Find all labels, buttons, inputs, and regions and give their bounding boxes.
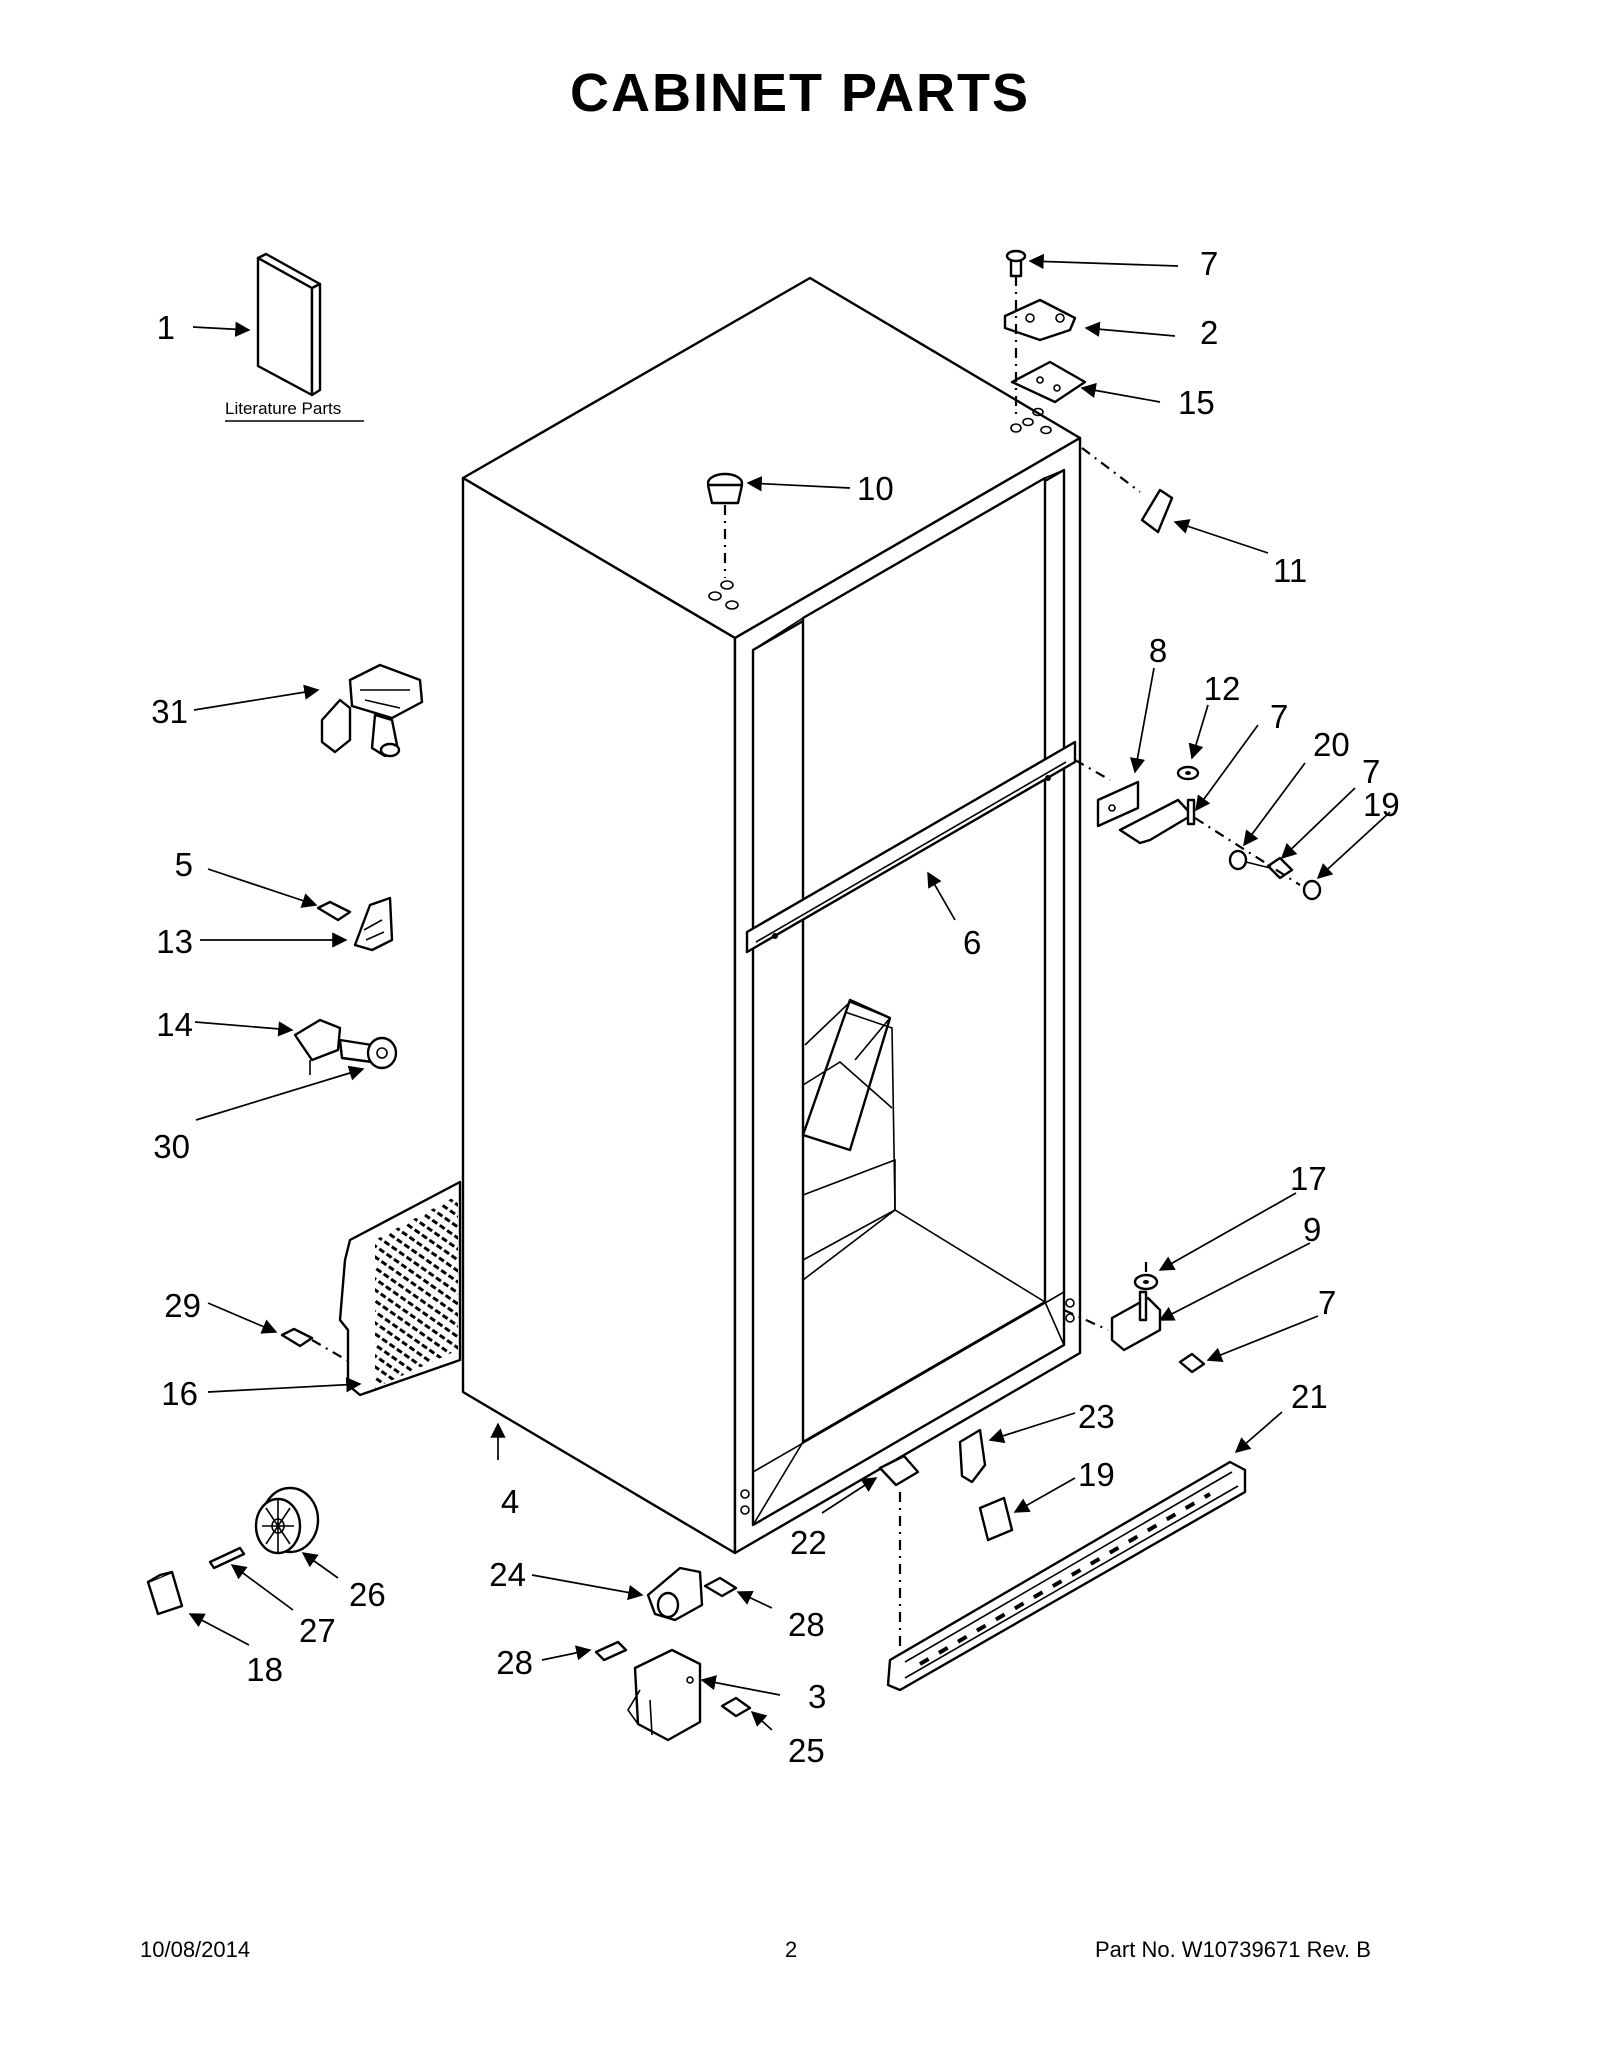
literature-parts-book xyxy=(256,252,322,397)
callout-14: 13 xyxy=(156,923,193,960)
literature-parts-label: Literature Parts xyxy=(225,399,341,418)
leveling-bracket-3 xyxy=(627,1648,702,1742)
callout-12: 11 xyxy=(1273,552,1307,589)
callout-15: 14 xyxy=(156,1006,193,1043)
callout-24: 23 xyxy=(1078,1398,1115,1435)
stud-15 xyxy=(293,1018,398,1075)
callout-21: 20 xyxy=(1313,726,1350,763)
spacer-23 xyxy=(878,1454,920,1650)
screw-29 xyxy=(703,1576,738,1598)
callout-19-left: 18 xyxy=(246,1651,283,1688)
callout-7-center: 7 xyxy=(1362,753,1380,790)
callout-17: 16 xyxy=(161,1375,198,1412)
callout-16: 15 xyxy=(1178,384,1215,421)
footer-part-number: Part No. W10739671 Rev. B xyxy=(1095,1937,1371,1962)
roller-bracket-25 xyxy=(646,1566,704,1622)
plug-button xyxy=(706,472,744,578)
footer-page-number: 2 xyxy=(785,1937,798,1962)
machine-compartment-cover xyxy=(338,1180,462,1397)
screw-26 xyxy=(720,1696,752,1718)
screw-30 xyxy=(280,1327,351,1363)
base-grille-22 xyxy=(886,1460,1247,1692)
page-title: CABINET PARTS xyxy=(569,63,1030,123)
callout-10: 9 xyxy=(1303,1211,1321,1248)
callout-27: 26 xyxy=(349,1576,386,1613)
wheel-27 xyxy=(254,1486,320,1555)
callout-22: 21 xyxy=(1291,1378,1328,1415)
callout-31: 30 xyxy=(153,1128,190,1165)
pad-19-left xyxy=(146,1570,184,1616)
pin-28-center xyxy=(594,1640,628,1662)
water-valve xyxy=(320,663,424,758)
callout-8: 7 xyxy=(1270,698,1288,735)
callout-7-top: 7 xyxy=(1200,245,1218,282)
callout-29: 28 xyxy=(788,1606,825,1643)
callout-11: 10 xyxy=(857,470,894,507)
screw-5 xyxy=(316,900,352,922)
callout-25: 24 xyxy=(489,1556,526,1593)
clip-24 xyxy=(958,1428,987,1484)
callout-18: 17 xyxy=(1290,1160,1327,1197)
leader-lines xyxy=(188,253,1391,1731)
center-hinge-assembly xyxy=(1074,759,1322,901)
callout-32: 31 xyxy=(151,693,188,730)
callout-1: 1 xyxy=(157,309,175,346)
callout-3: 3 xyxy=(808,1678,826,1715)
callout-26: 25 xyxy=(788,1732,825,1769)
footer-date: 10/08/2014 xyxy=(140,1937,251,1962)
callout-2: 2 xyxy=(1200,314,1218,351)
pad-19-right xyxy=(978,1496,1014,1542)
callout-13: 12 xyxy=(1204,670,1241,707)
callout-28-left: 27 xyxy=(299,1612,336,1649)
callout-19-right: 19 xyxy=(1078,1456,1115,1493)
hinge-cover xyxy=(1081,447,1174,534)
bottom-hinge-assembly xyxy=(1063,1262,1206,1374)
callout-4: 4 xyxy=(501,1483,519,1520)
axle-pin-28-left xyxy=(208,1546,246,1570)
refrigerator-cabinet xyxy=(461,276,1082,1555)
callout-5: 5 xyxy=(175,846,193,883)
callout-30: 29 xyxy=(164,1287,201,1324)
callout-numbers: 1 2 3 4 5 6 7 7 7 7 8 9 10 11 12 13 14 1… xyxy=(151,245,1399,1769)
callout-7-bottom: 7 xyxy=(1318,1284,1336,1321)
callout-23: 22 xyxy=(790,1524,827,1561)
callout-20: 19 xyxy=(1363,786,1400,823)
callout-28-center: 28 xyxy=(496,1644,533,1681)
callout-6: 6 xyxy=(963,924,981,961)
top-hinge-assembly xyxy=(1003,249,1087,433)
bracket-14 xyxy=(353,896,394,952)
callout-9: 8 xyxy=(1149,632,1167,669)
